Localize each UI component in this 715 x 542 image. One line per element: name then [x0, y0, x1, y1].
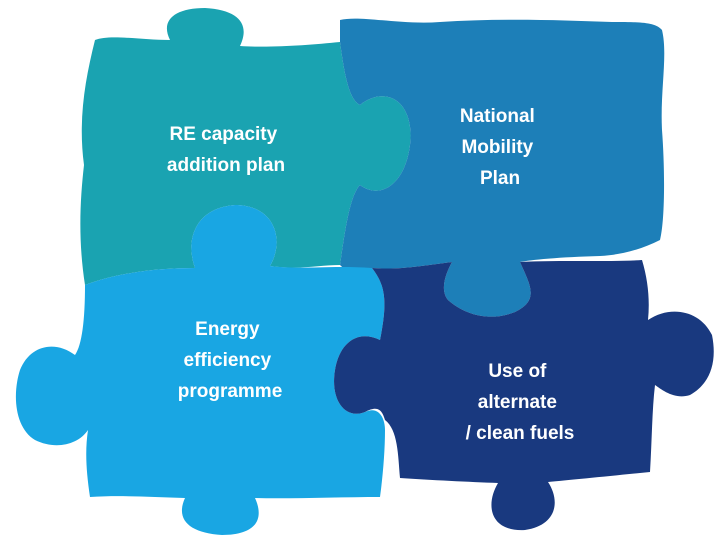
label-energy-efficiency: Energy efficiency programme [178, 319, 283, 402]
puzzle-piece-national-mobility [340, 18, 665, 317]
label-line: Energy [195, 319, 260, 340]
label-line: alternate [478, 392, 557, 413]
label-line: Plan [480, 168, 520, 189]
puzzle-piece-energy-efficiency [15, 205, 386, 535]
puzzle-piece-alternate-fuels [334, 260, 714, 531]
puzzle-piece-re-capacity [80, 8, 411, 285]
label-national-mobility: National Mobility Plan [460, 106, 540, 189]
label-line: efficiency [184, 350, 272, 371]
label-line: Use of [488, 361, 547, 382]
label-line: RE capacity [169, 124, 277, 145]
label-line: programme [178, 381, 283, 402]
label-re-capacity: RE capacity addition plan [167, 124, 285, 176]
label-line: Mobility [461, 137, 533, 158]
label-line: addition plan [167, 155, 285, 176]
label-line: National [460, 106, 535, 127]
label-alternate-fuels: Use of alternate / clean fuels [466, 361, 575, 444]
label-line: / clean fuels [466, 423, 575, 444]
